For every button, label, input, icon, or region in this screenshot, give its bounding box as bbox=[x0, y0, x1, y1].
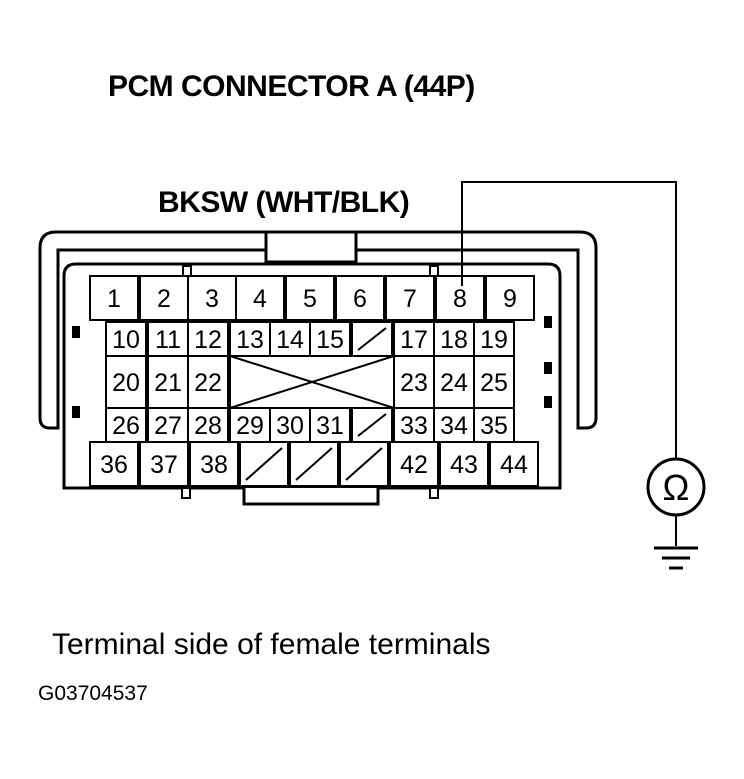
terminal-cavity bbox=[89, 441, 139, 487]
terminal-cavity bbox=[473, 321, 515, 357]
test-lead-wire bbox=[461, 181, 677, 459]
terminal-number: 13 bbox=[236, 326, 264, 354]
terminal-number: 20 bbox=[112, 369, 140, 397]
terminal-cavity bbox=[189, 441, 239, 487]
terminal-number: 34 bbox=[440, 412, 468, 440]
connector-shell bbox=[38, 230, 598, 430]
terminal-cavity bbox=[433, 407, 475, 443]
terminal-cavity bbox=[385, 275, 435, 321]
terminal-cavity bbox=[147, 407, 189, 443]
terminal-number: 18 bbox=[440, 326, 468, 354]
empty-cavity-slash bbox=[295, 447, 333, 481]
terminal-cavity bbox=[393, 407, 435, 443]
caption: Terminal side of female terminals bbox=[52, 628, 491, 661]
key-bottom-left bbox=[181, 487, 191, 499]
figure-id: G03704537 bbox=[38, 682, 148, 705]
wire-label: BKSW (WHT/BLK) bbox=[158, 186, 410, 219]
terminal-number: 5 bbox=[303, 285, 317, 313]
key-top-right bbox=[429, 265, 439, 277]
terminal-number: 23 bbox=[400, 369, 428, 397]
empty-cavity-slash bbox=[357, 413, 387, 437]
terminal-number: 26 bbox=[112, 412, 140, 440]
terminal-number: 14 bbox=[276, 326, 304, 354]
connector-latch-top bbox=[264, 230, 358, 264]
connector-body bbox=[62, 262, 562, 490]
terminal-number: 12 bbox=[194, 326, 222, 354]
side-tab-right-2 bbox=[544, 362, 552, 374]
terminal-cavity bbox=[187, 407, 229, 443]
terminal-number: 15 bbox=[316, 326, 344, 354]
empty-cavity-slash bbox=[357, 327, 387, 351]
terminal-cavity bbox=[285, 275, 335, 321]
terminal-cavity bbox=[89, 275, 139, 321]
cavity-blank-x-line2 bbox=[229, 355, 395, 409]
terminal-cavity bbox=[489, 441, 539, 487]
side-tab-left-2 bbox=[72, 406, 80, 418]
terminal-number: 21 bbox=[154, 369, 182, 397]
key-top-left bbox=[182, 265, 192, 277]
terminal-cavity bbox=[433, 355, 475, 409]
terminal-cavity bbox=[235, 275, 285, 321]
terminal-cavity bbox=[147, 355, 189, 409]
terminal-number: 19 bbox=[480, 326, 508, 354]
blank-cavities bbox=[229, 355, 395, 409]
terminal-number: 17 bbox=[400, 326, 428, 354]
terminal-number: 27 bbox=[154, 412, 182, 440]
terminal-number: 28 bbox=[194, 412, 222, 440]
terminal-number: 22 bbox=[194, 369, 222, 397]
connector-latch-bottom bbox=[242, 488, 380, 506]
terminal-number: 11 bbox=[155, 326, 181, 354]
side-tab-right-1 bbox=[544, 316, 552, 328]
terminal-cavity bbox=[187, 321, 229, 357]
terminal-number: 25 bbox=[480, 369, 508, 397]
terminal-number: 30 bbox=[276, 412, 304, 440]
side-tab-right-3 bbox=[544, 396, 552, 408]
ohm-icon: Ω bbox=[663, 467, 690, 508]
side-tab-left-1 bbox=[72, 326, 80, 338]
terminal-cavity bbox=[105, 407, 147, 443]
terminal-cavity bbox=[433, 321, 475, 357]
terminal-number: 43 bbox=[450, 451, 478, 479]
ohmmeter-symbol bbox=[646, 457, 706, 517]
terminal-number: 7 bbox=[403, 285, 417, 313]
terminal-number: 42 bbox=[400, 451, 428, 479]
terminal-number: 37 bbox=[150, 451, 178, 479]
terminal-cavity bbox=[187, 275, 237, 321]
terminal-number: 24 bbox=[440, 369, 468, 397]
terminal-number: 38 bbox=[200, 451, 228, 479]
terminal-cavity bbox=[139, 441, 189, 487]
terminal-cavity bbox=[269, 407, 311, 443]
terminal-cavity bbox=[389, 441, 439, 487]
terminal-cavity bbox=[473, 407, 515, 443]
terminal-cavity bbox=[187, 355, 229, 409]
terminal-number: 33 bbox=[400, 412, 428, 440]
terminal-cavity bbox=[147, 321, 189, 357]
terminal-number: 31 bbox=[316, 412, 344, 440]
terminal-number: 9 bbox=[503, 285, 517, 313]
terminal-cavity bbox=[335, 275, 385, 321]
empty-cavity-slash bbox=[245, 447, 283, 481]
terminal-cavity bbox=[393, 321, 435, 357]
terminal-number: 35 bbox=[480, 412, 508, 440]
terminal-number: 29 bbox=[236, 412, 264, 440]
terminal-number: 2 bbox=[157, 285, 171, 313]
terminal-cavity bbox=[485, 275, 535, 321]
terminal-number: 8 bbox=[453, 285, 467, 313]
terminal-number: 6 bbox=[353, 285, 367, 313]
diagram-title: PCM CONNECTOR A (44P) bbox=[108, 70, 475, 103]
terminal-number: 4 bbox=[253, 285, 267, 313]
terminal-cavity bbox=[439, 441, 489, 487]
terminal-number: 3 bbox=[205, 285, 219, 313]
terminal-number: 36 bbox=[100, 451, 128, 479]
key-bottom-right bbox=[429, 487, 439, 499]
terminal-cavity bbox=[435, 275, 485, 321]
terminal-number: 1 bbox=[107, 285, 121, 313]
terminal-number: 44 bbox=[500, 451, 528, 479]
empty-cavity-slash bbox=[345, 447, 383, 481]
terminal-number: 10 bbox=[112, 326, 140, 354]
